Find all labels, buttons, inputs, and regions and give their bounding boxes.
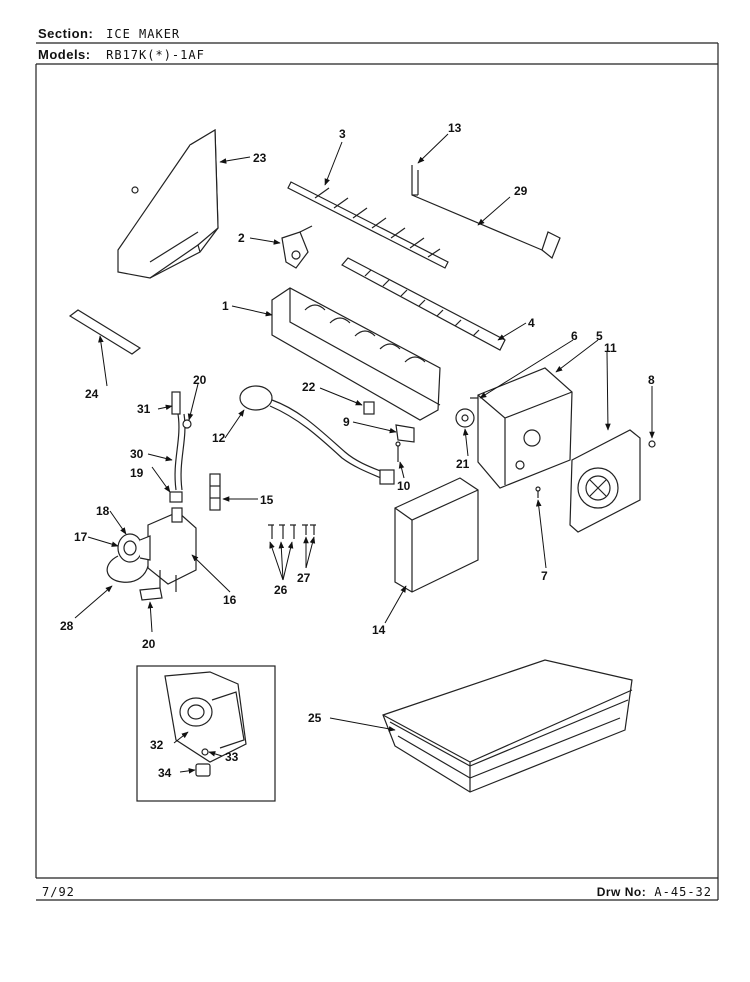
callout-20a: 20 [193, 373, 207, 387]
part-4-stripper [341, 257, 506, 351]
part-5-housing [477, 367, 573, 489]
callout-28: 28 [60, 619, 74, 633]
callout-26: 26 [274, 583, 288, 597]
part-1-mold [271, 287, 441, 421]
callout-24: 24 [85, 387, 99, 401]
part-11-motor-cover [569, 429, 641, 533]
callout-23: 23 [253, 151, 267, 165]
callout-16: 16 [223, 593, 237, 607]
callout-21: 21 [456, 457, 470, 471]
callout-11: 11 [604, 341, 617, 355]
part-22-clip [363, 401, 375, 415]
part-14-insulation [394, 477, 479, 593]
part-25-ice-bin [382, 659, 633, 793]
leader-lines [74, 133, 655, 774]
callout-29: 29 [514, 184, 528, 198]
callout-10: 10 [397, 479, 411, 493]
part-7-screw [535, 486, 541, 498]
callout-6: 6 [571, 329, 578, 343]
callout-2: 2 [238, 231, 245, 245]
callout-31: 31 [137, 402, 151, 416]
part-9-bracket [395, 424, 415, 443]
models-value: RB17K(*)-1AF [106, 48, 205, 62]
callout-17: 17 [74, 530, 88, 544]
part-15-fitting [209, 473, 221, 511]
callout-25: 25 [308, 711, 322, 725]
callout-8: 8 [648, 373, 655, 387]
callout-13: 13 [448, 121, 462, 135]
part-13-29-shutoff-arm [411, 165, 561, 259]
callout-7: 7 [541, 569, 548, 583]
footer-drawing-number: Drw No: A-45-32 [597, 885, 712, 899]
callout-33: 33 [225, 750, 239, 764]
callout-30: 30 [130, 447, 144, 461]
callout-34: 34 [158, 766, 172, 780]
inset-valve-detail [136, 665, 276, 802]
callout-5: 5 [596, 329, 603, 343]
part-17-18-solenoid [117, 533, 151, 563]
part-24-tube [68, 309, 142, 355]
models-header: Models: RB17K(*)-1AF [38, 47, 205, 62]
part-2-bracket [281, 225, 313, 269]
callout-3: 3 [339, 127, 346, 141]
part-28-wire [106, 555, 149, 583]
part-20-clamp-lower [139, 587, 163, 601]
part-3-ejector [287, 181, 449, 269]
part-10-screw [395, 441, 401, 462]
callout-14: 14 [372, 623, 386, 637]
callout-22: 22 [302, 380, 316, 394]
callout-12: 12 [212, 431, 226, 445]
models-label: Models: [38, 47, 91, 62]
callout-18: 18 [96, 504, 110, 518]
callout-4: 4 [528, 316, 535, 330]
callout-20b: 20 [142, 637, 156, 651]
drawing-label: Drw No: [596, 885, 647, 899]
callout-32: 32 [150, 738, 164, 752]
part-23-mold-cover [117, 128, 219, 279]
callout-9: 9 [343, 415, 350, 429]
section-label: Section: [38, 26, 94, 41]
callout-19: 19 [130, 466, 144, 480]
part-16-water-valve [147, 507, 197, 592]
section-value: ICE MAKER [106, 27, 181, 41]
frame [35, 42, 719, 901]
part-30-31-fill-tube [171, 391, 186, 491]
part-12-harness [239, 385, 395, 485]
callout-labels: 3 13 23 29 2 1 4 6 5 11 8 24 20 31 22 9 … [60, 121, 655, 780]
drawing-number: A-45-32 [654, 885, 712, 899]
callout-15: 15 [260, 493, 274, 507]
part-21-gear [455, 408, 475, 428]
section-header: Section: ICE MAKER [38, 26, 180, 41]
part-8-screw [648, 440, 656, 448]
part-26-27-screws [268, 524, 316, 539]
part-19-nut [169, 491, 183, 503]
footer-date: 7/92 [42, 885, 75, 899]
callout-1: 1 [222, 299, 229, 313]
part-20-clamp-upper [182, 419, 192, 429]
callout-27: 27 [297, 571, 311, 585]
